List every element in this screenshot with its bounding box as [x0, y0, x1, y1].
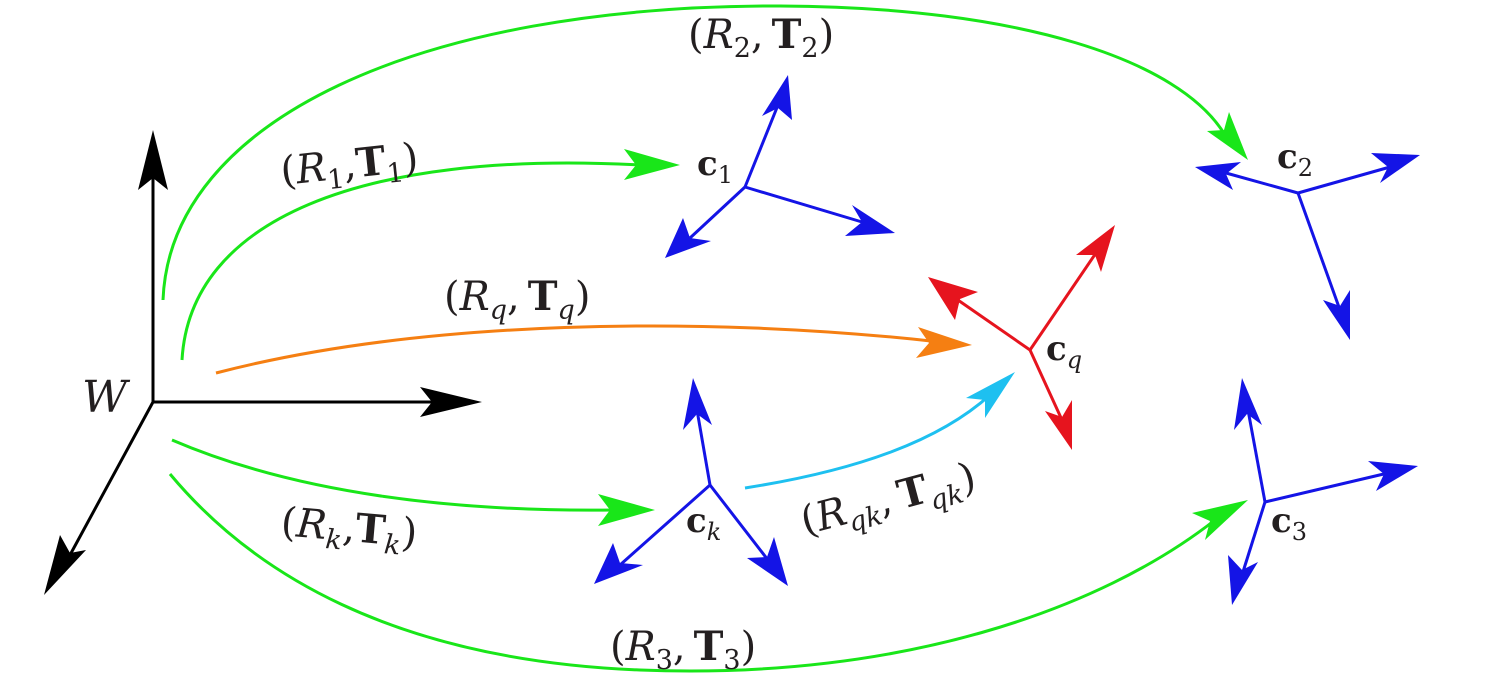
world-axis-down-left [68, 401, 155, 556]
label-cq-sub: q [1067, 346, 1082, 374]
label-transform-2: (R2,T2) [688, 11, 834, 64]
camera-frame-ck [594, 378, 788, 586]
label-c2-base: c [1277, 137, 1298, 177]
transform-curve-k-arrowhead [598, 494, 655, 526]
label-c3: c3 [1271, 501, 1307, 546]
transform-curve-1 [180, 161, 641, 361]
label-cq: cq [1046, 329, 1082, 374]
world-axis-up-arrowhead [138, 130, 168, 190]
transform-curve-qk-arrowhead [966, 372, 1015, 418]
label-transform-q: (Rq,Tq) [444, 273, 590, 326]
transform-curve-1-arrowhead [624, 149, 680, 180]
transform-curve-3 [168, 473, 1216, 673]
world-label: W [82, 372, 131, 423]
label-ck-sub: k [707, 518, 722, 546]
world-frame [44, 130, 482, 595]
label-transform-3: (R3,T3) [610, 623, 756, 676]
transform-curve-2-arrowhead [1207, 112, 1248, 160]
camera-frame-c3 [1228, 378, 1418, 605]
label-ck: ck [686, 501, 721, 546]
world-axis-down-left-arrowhead [44, 535, 86, 595]
transform-curve-q [215, 324, 941, 375]
camera-frame-c2 [1195, 153, 1420, 340]
label-c1-base: c [697, 144, 718, 184]
label-c2-sub: 2 [1298, 154, 1313, 182]
world-axis-right-arrowhead [420, 387, 482, 417]
label-transform-qk: (Rqk,Tqk) [795, 453, 982, 551]
label-ck-base: c [686, 501, 707, 541]
label-c3-base: c [1271, 501, 1292, 541]
label-cq-base: c [1046, 329, 1067, 369]
label-c2: c2 [1277, 137, 1313, 182]
transform-curve-qk [744, 393, 992, 490]
label-c1-sub: 1 [718, 161, 733, 189]
transform-curve-3-arrowhead [1192, 500, 1248, 540]
label-c1: c1 [697, 144, 733, 189]
transform-curve-q-arrowhead [916, 327, 972, 358]
transform-curve-k [171, 438, 616, 512]
label-c3-sub: 3 [1292, 518, 1307, 546]
label-transform-k: (Rk,Tk) [279, 498, 420, 563]
camera-frame-cq [928, 225, 1115, 450]
transform-curve-2 [161, 4, 1227, 301]
camera-frame-c1 [665, 75, 895, 258]
label-transform-1: (R1,T1) [278, 134, 421, 201]
